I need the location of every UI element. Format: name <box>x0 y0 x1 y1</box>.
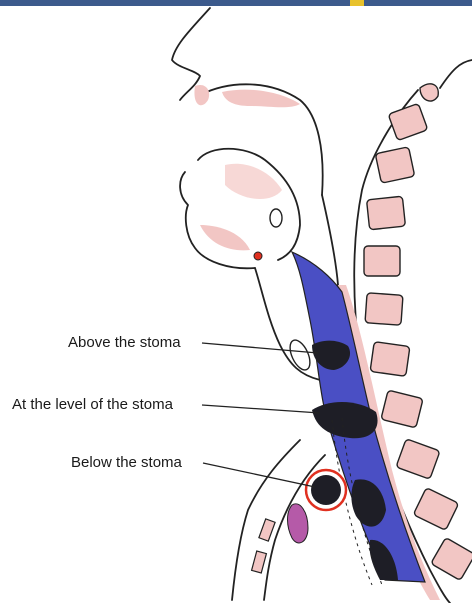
vertebra <box>370 342 410 377</box>
vertebra <box>365 293 403 325</box>
vertebra <box>364 246 400 276</box>
leader-line-at-level <box>202 405 320 413</box>
vertebra <box>381 390 423 428</box>
epiglottis-detail <box>270 209 282 227</box>
small-node-icon <box>254 252 262 260</box>
label-above-stoma: Above the stoma <box>68 334 181 352</box>
pharynx-wall <box>322 195 338 285</box>
lip-tissue <box>194 85 209 105</box>
occlusion-at-level <box>312 402 378 438</box>
neck-back-outline-2 <box>440 60 472 88</box>
thyroid-gland <box>288 504 309 543</box>
tongue-outline <box>198 149 300 260</box>
neck-muscle-strip <box>259 519 275 541</box>
atlas-bone <box>420 84 438 101</box>
vertebra <box>375 147 414 183</box>
nasal-tissue <box>222 90 300 108</box>
vertebra <box>367 196 406 230</box>
label-below-stoma: Below the stoma <box>71 454 182 472</box>
vertebra <box>388 103 428 140</box>
label-at-level-stoma: At the level of the stoma <box>12 396 173 414</box>
leader-line-below <box>203 463 315 487</box>
hyoid-detail <box>286 337 314 373</box>
vertebra <box>396 439 440 480</box>
neck-muscle-strip <box>252 551 267 573</box>
vertebra <box>413 488 459 531</box>
tongue-tissue <box>225 164 282 199</box>
chin-tissue <box>200 225 250 250</box>
stoma-occlusion <box>311 475 341 505</box>
vertebra <box>431 538 472 581</box>
